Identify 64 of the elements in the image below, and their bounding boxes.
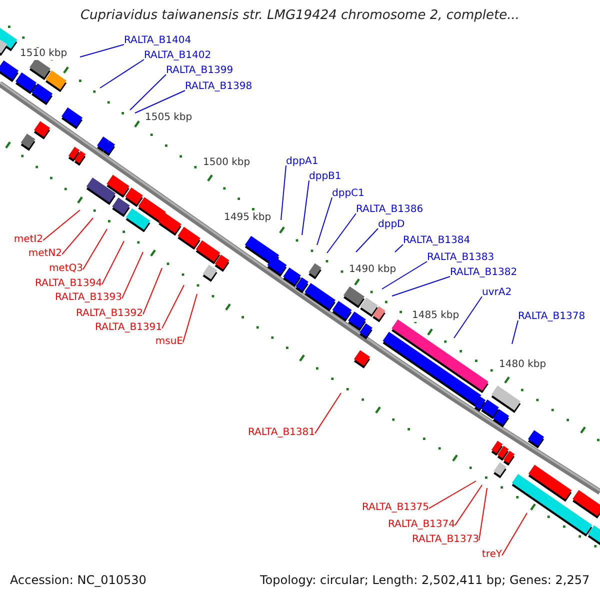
leader-line <box>82 228 108 270</box>
gene-label: RALTA_B1399 <box>166 65 234 76</box>
footer-text: Accession: NC_010530 <box>10 574 146 588</box>
leader-line <box>134 90 186 114</box>
leader-line <box>42 210 80 241</box>
leader-line <box>100 59 144 88</box>
gene-label: dppA1 <box>286 156 318 168</box>
position-label: 1490 kbp <box>349 264 396 276</box>
gene-label: RALTA_B1375 <box>362 502 429 514</box>
leader-line <box>512 320 518 344</box>
gene-label: RALTA_B1374 <box>388 519 455 530</box>
leader-line <box>280 165 286 220</box>
leader-line <box>356 228 378 252</box>
gene-label: metI2 <box>14 234 43 246</box>
gene-label: dppB1 <box>309 171 342 182</box>
leader-line <box>142 268 162 315</box>
leader-line <box>502 512 528 556</box>
leader-line <box>454 484 482 526</box>
gene-label: RALTA_B1373 <box>412 534 479 546</box>
gene-label: RALTA_B1383 <box>427 252 494 264</box>
gene-label: metQ3 <box>48 263 83 274</box>
gene-label: metN2 <box>28 248 62 260</box>
leader-line <box>102 240 124 285</box>
position-label: 1510 kbp <box>20 48 68 60</box>
leader-line <box>122 252 144 299</box>
position-label: 1495 kbp <box>224 212 272 224</box>
position-label: 1505 kbp <box>145 112 192 124</box>
leader-line <box>392 276 450 296</box>
leader-line <box>326 213 356 254</box>
gene-label: RALTA_B1402 <box>144 50 212 62</box>
gene-label: dppC1 <box>332 188 364 200</box>
gene-label: treY <box>482 549 502 560</box>
map-title: Cupriavidus taiwanensis str. LMG19424 chromosome 2, complete... <box>79 9 521 24</box>
leader-line <box>182 294 198 343</box>
leader-line <box>316 197 332 246</box>
position-label: 1480 kbp <box>499 359 546 370</box>
leader-line <box>314 392 342 434</box>
leader-line <box>130 74 166 110</box>
gene-label: RALTA_B1404 <box>124 35 192 46</box>
gene-label: RALTA_B1382 <box>450 267 518 278</box>
leader-line <box>302 180 310 236</box>
gene-label: RALTA_B1392 <box>76 308 143 320</box>
leader-line <box>62 218 94 255</box>
gene-label: RALTA_B1394 <box>34 278 102 290</box>
leader-line <box>80 44 124 58</box>
leader-line <box>394 244 404 252</box>
leader-line <box>454 296 482 338</box>
gene-label: RALTA_B1386 <box>356 204 424 216</box>
position-label: 1485 kbp <box>412 310 460 322</box>
gene-label: RALTA_B1384 <box>403 235 470 246</box>
gene-label: RALTA_B1381 <box>248 427 315 438</box>
leader-line <box>162 284 184 329</box>
gene-label: RALTA_B1393 <box>54 292 122 304</box>
gene-label: dppD <box>378 219 405 230</box>
gene-label: RALTA_B1378 <box>518 311 586 322</box>
position-label: 1500 kbp <box>203 157 250 168</box>
leader-line <box>382 261 428 290</box>
gene-label: uvrA2 <box>482 287 512 298</box>
leader-line <box>478 488 488 541</box>
leader-line <box>428 480 476 509</box>
gene-label: RALTA_B1391 <box>94 322 162 334</box>
gene-label: RALTA_B1398 <box>185 81 252 92</box>
gene-label: msuE <box>155 336 183 348</box>
footer-text: Topology: circular; Length: 2,502,411 bp; Genes: 2,257 <box>260 574 590 588</box>
